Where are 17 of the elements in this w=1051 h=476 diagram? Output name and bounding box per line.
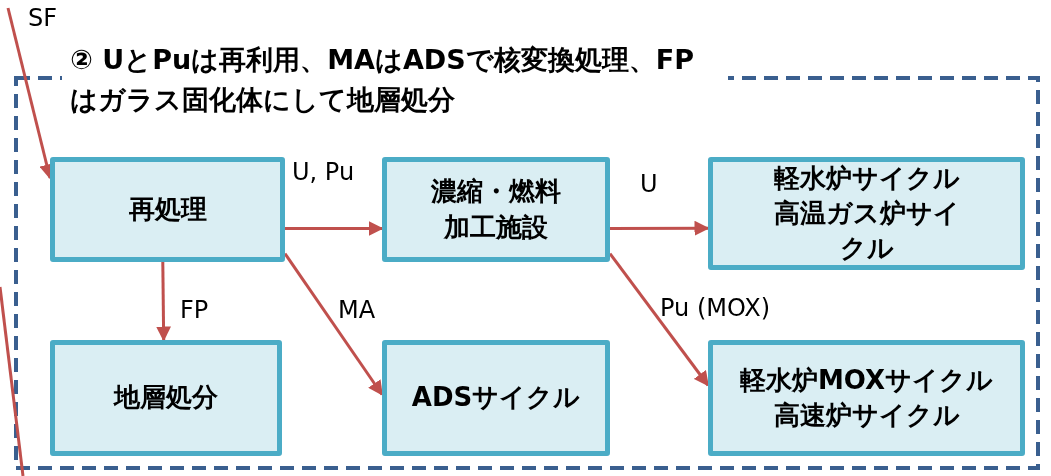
edge-label: SF [28, 4, 58, 32]
edge-label: Pu (MOX) [660, 294, 771, 322]
process-box: 再処理 [50, 157, 285, 262]
process-box: 地層処分 [50, 340, 282, 456]
process-box: 濃縮・燃料加工施設 [382, 157, 610, 262]
edge-label: MA [338, 296, 376, 324]
arrow [608, 252, 710, 387]
arrow [156, 262, 172, 342]
process-box: 軽水炉サイクル高温ガス炉サイクル [708, 157, 1025, 270]
edge-label: U, Pu [292, 158, 355, 186]
arrow [283, 252, 384, 396]
edge-label: FP [180, 296, 209, 324]
arrow [285, 220, 384, 236]
arrow [610, 220, 710, 236]
process-box: 軽水炉MOXサイクル高速炉サイクル [708, 340, 1025, 456]
edge-label: U [640, 170, 658, 198]
process-box: ADSサイクル [382, 340, 610, 456]
